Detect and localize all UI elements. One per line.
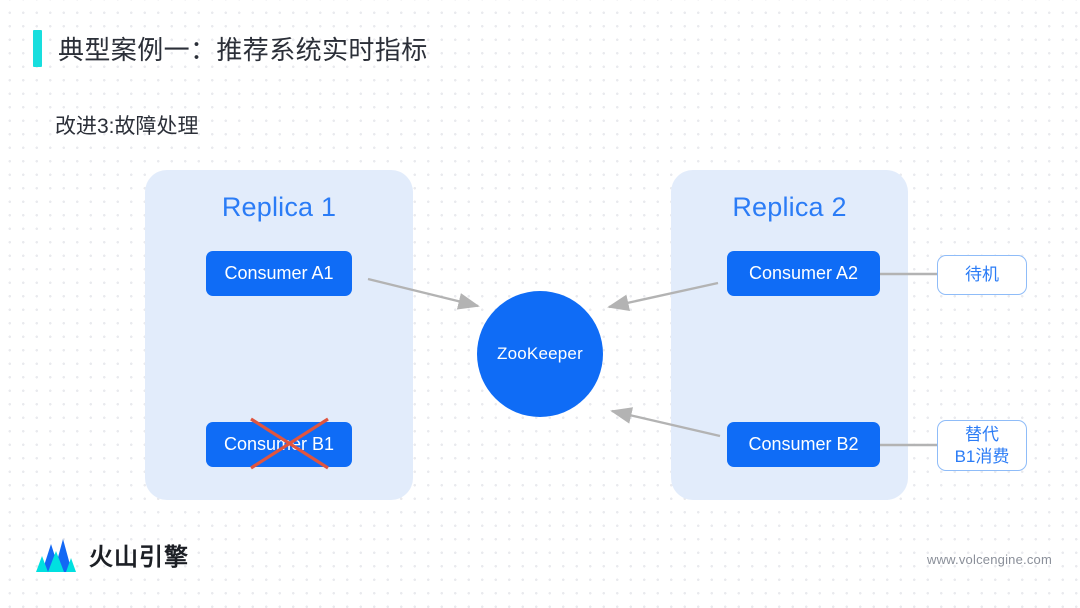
consumer-node-a1[interactable]: Consumer A1 bbox=[206, 251, 352, 296]
callout-standby: 待机 bbox=[937, 255, 1027, 295]
callout-replace-b1: 替代 B1消费 bbox=[937, 420, 1027, 471]
replica-2-title: Replica 2 bbox=[732, 192, 847, 222]
volcano-logo-icon bbox=[36, 539, 76, 572]
page-title-row: 典型案例一：推荐系统实时指标 bbox=[33, 30, 428, 67]
replica-1-title: Replica 1 bbox=[221, 192, 337, 222]
brand-name: 火山引擎 bbox=[89, 543, 189, 571]
callout-standby-line-1: 待机 bbox=[965, 265, 999, 285]
callout-replace-line-1: 替代 bbox=[965, 424, 999, 444]
consumer-node-a2[interactable]: Consumer A2 bbox=[727, 251, 880, 296]
page-subtitle: 改进3:故障处理 bbox=[55, 115, 199, 138]
footer-url: www.volcengine.com bbox=[927, 552, 1052, 567]
consumer-node-b2[interactable]: Consumer B2 bbox=[727, 422, 880, 467]
callout-replace-line-2: B1消费 bbox=[954, 446, 1010, 466]
title-accent-bar bbox=[33, 30, 42, 67]
consumer-node-b1[interactable]: Consumer B1 bbox=[206, 422, 352, 467]
zookeeper-node[interactable]: ZooKeeper bbox=[477, 291, 603, 417]
footer-logo: 火山引擎 bbox=[34, 536, 189, 572]
page-title: 典型案例一：推荐系统实时指标 bbox=[58, 35, 428, 65]
